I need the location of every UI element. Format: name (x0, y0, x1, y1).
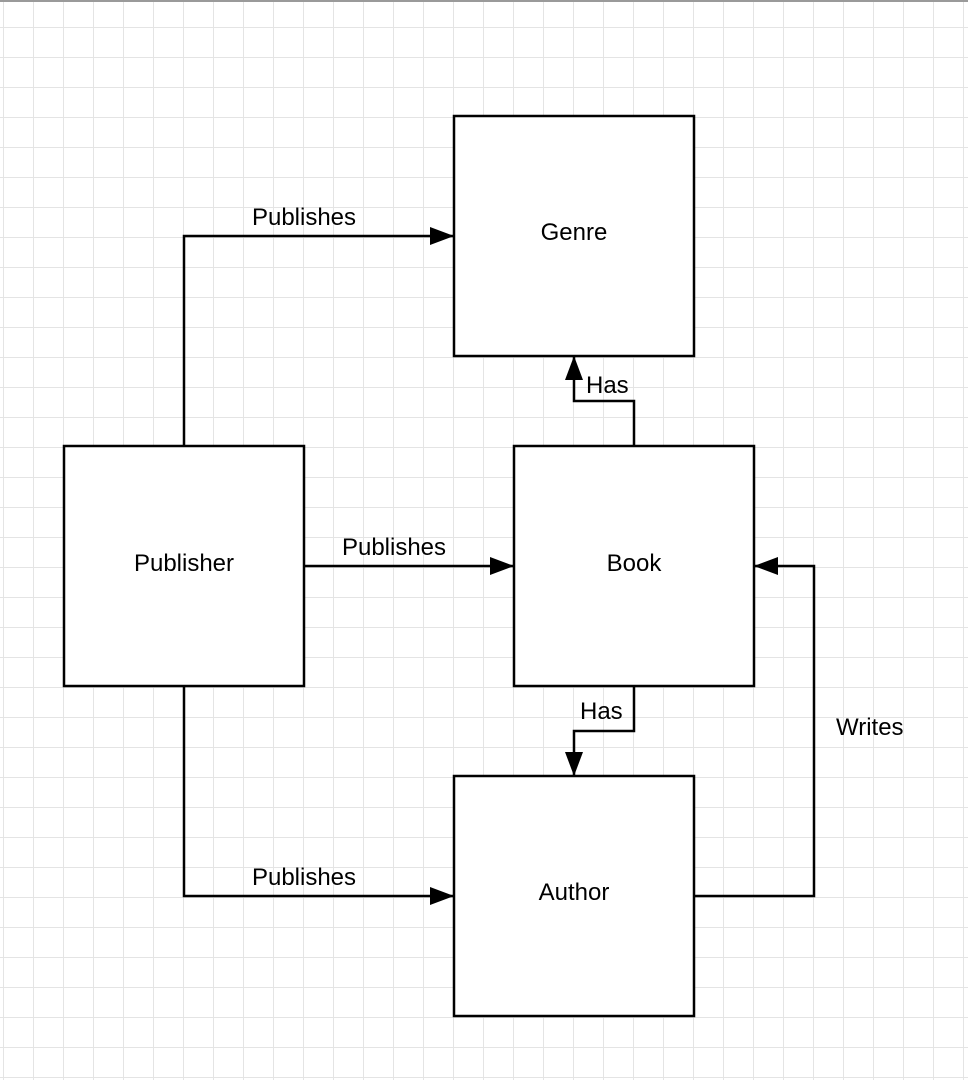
node-publisher[interactable]: Publisher (62, 444, 306, 688)
node-box (452, 774, 696, 1018)
edge-author-book[interactable]: Writes (695, 557, 904, 898)
node-box (512, 444, 756, 688)
edge-label: Publishes (342, 534, 446, 561)
edge-line (182, 686, 454, 905)
node-box (62, 444, 306, 688)
edge-publisher-book[interactable]: Publishes (305, 534, 514, 575)
edge-book-author[interactable]: Has (565, 686, 636, 776)
node-box (452, 114, 696, 358)
node-genre[interactable]: Genre (452, 114, 696, 358)
edge-publisher-genre[interactable]: Publishes (182, 204, 454, 446)
edge-publisher-author[interactable]: Publishes (182, 686, 454, 905)
edge-label: Has (580, 698, 623, 725)
node-author[interactable]: Author (452, 774, 696, 1018)
edge-line (182, 227, 454, 446)
edge-label: Publishes (252, 864, 356, 891)
edge-label: Publishes (252, 204, 356, 231)
edge-label: Writes (836, 714, 904, 741)
edge-line (565, 686, 636, 776)
edge-label: Has (586, 372, 629, 399)
edge-line (565, 356, 636, 446)
node-label: Publisher (134, 550, 234, 577)
edge-book-genre[interactable]: Has (565, 356, 636, 446)
node-book[interactable]: Book (512, 444, 756, 688)
node-label: Genre (541, 219, 608, 246)
node-label: Author (539, 879, 610, 906)
node-label: Book (607, 550, 663, 577)
edge-line (695, 557, 816, 898)
